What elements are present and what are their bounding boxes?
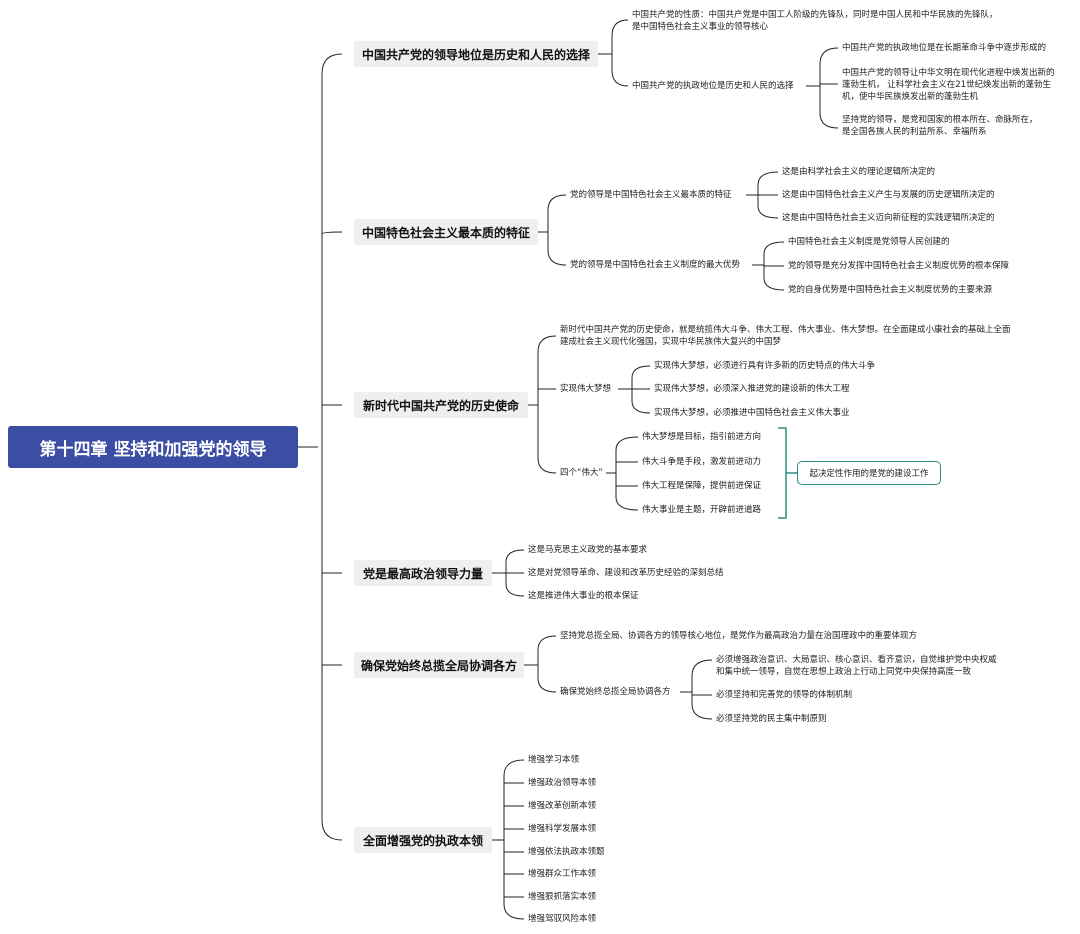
greatest-advantage-node[interactable]: 党的领导是中国特色社会主义制度的最大优势	[570, 260, 741, 270]
topic-leadership-status[interactable]: 中国共产党的领导地位是历史和人民的选择	[354, 41, 598, 67]
topic-essential-feature[interactable]: 中国特色社会主义最本质的特征	[354, 219, 538, 245]
capability-item: 增强依法执政本领题	[528, 847, 605, 857]
party-nature-line-1: 中国共产党的性质：中国共产党是中国工人阶级的先锋队，同时是中国人民和中华民族的先…	[632, 10, 998, 20]
capability-item: 增强群众工作本领	[528, 869, 597, 879]
topic-overall-coordination[interactable]: 确保党始终总揽全局协调各方	[354, 652, 524, 678]
civilization-vitality-line-2: 蓬勃生机， 让科学社会主义在21世纪焕发出新的蓬勃生	[842, 80, 1052, 90]
uphold-leadership-line-2: 是全国各族人民的利益所系、幸福所系	[842, 127, 987, 137]
practice-logic: 这是由中国特色社会主义迈向新征程的实践逻辑所决定的	[782, 213, 995, 223]
ruling-status-choice[interactable]: 中国共产党的执政地位是历史和人民的选择	[632, 81, 794, 91]
mission-text-line-2: 建成社会主义现代化强国，实现中华民族伟大复兴的中国梦	[560, 337, 782, 347]
great-dream-node[interactable]: 实现伟大梦想	[560, 384, 612, 394]
capability-item: 增强科学发展本领	[528, 824, 597, 834]
main-source: 党的自身优势是中国特色社会主义制度优势的主要来源	[788, 285, 993, 295]
history-logic: 这是由中国特色社会主义产生与发展的历史逻辑所决定的	[782, 190, 995, 200]
uphold-leadership-line-1: 坚持党的领导，是党和国家的根本所在、命脉所在，	[842, 115, 1038, 125]
four-consciousness-line-2: 和集中统一领导，自觉在思想上政治上行动上同党中央保持高度一致	[716, 667, 972, 677]
essential-feature-node[interactable]: 党的领导是中国特色社会主义最本质的特征	[570, 190, 732, 200]
topic-historical-mission[interactable]: 新时代中国共产党的历史使命	[354, 392, 528, 418]
theory-logic: 这是由科学社会主义的理论逻辑所决定的	[782, 167, 936, 177]
four-greats-struggle: 伟大斗争是手段，激发前进动力	[642, 457, 762, 467]
fundamental-guarantee: 党的领导是充分发挥中国特色社会主义制度优势的根本保障	[788, 261, 1010, 271]
ensure-overall-node[interactable]: 确保党始终总揽全局协调各方	[560, 687, 671, 697]
ruling-status-formed: 中国共产党的执政地位是在长期革命斗争中逐步形成的	[842, 43, 1047, 53]
civilization-vitality-line-1: 中国共产党的领导让中华文明在现代化进程中焕发出新的	[842, 68, 1055, 78]
capability-item: 增强学习本领	[528, 755, 580, 765]
civilization-vitality-line-3: 机，使中华民族焕发出新的蓬勃生机	[842, 92, 979, 102]
marxist-party-requirement: 这是马克思主义政党的基本要求	[528, 545, 648, 555]
fundamental-guarantee-cause: 这是推进伟大事业的根本保证	[528, 591, 639, 601]
summary-callout[interactable]: 起决定性作用的是党的建设工作	[797, 461, 941, 485]
leadership-core-position: 坚持党总揽全局、协调各方的领导核心地位，是党作为最高政治力量在治国理政中的重要体…	[560, 631, 918, 641]
topic-governing-capability[interactable]: 全面增强党的执政本领	[354, 827, 492, 853]
historical-experience: 这是对党领导革命、建设和改革历史经验的深刻总结	[528, 568, 724, 578]
party-nature-line-2: 是中国特色社会主义事业的领导核心	[632, 22, 769, 32]
root-topic[interactable]: 第十四章 坚持和加强党的领导	[8, 426, 298, 468]
capability-item: 增强驾驭风险本领	[528, 914, 597, 924]
great-cause: 实现伟大梦想，必须推进中国特色社会主义伟大事业	[654, 408, 850, 418]
system-created: 中国特色社会主义制度是党领导人民创建的	[788, 237, 950, 247]
four-greats-cause: 伟大事业是主题，开辟前进道路	[642, 505, 762, 515]
capability-item: 增强狠抓落实本领	[528, 892, 597, 902]
four-greats-node[interactable]: 四个“伟大”	[560, 468, 603, 478]
four-greats-project: 伟大工程是保障，提供前进保证	[642, 481, 762, 491]
capability-item: 增强政治领导本领	[528, 778, 597, 788]
mission-text-line-1: 新时代中国共产党的历史使命，就是统揽伟大斗争、伟大工程、伟大事业、伟大梦想。在全…	[560, 325, 1011, 335]
topic-highest-political-force[interactable]: 党是最高政治领导力量	[354, 560, 492, 586]
four-greats-dream: 伟大梦想是目标，指引前进方向	[642, 432, 762, 442]
great-project: 实现伟大梦想，必须深入推进党的建设新的伟大工程	[654, 384, 850, 394]
capability-item: 增强改革创新本领	[528, 801, 597, 811]
institutional-mechanism: 必须坚持和完善党的领导的体制机制	[716, 690, 853, 700]
four-consciousness-line-1: 必须增强政治意识、大局意识、核心意识、看齐意识，自觉维护党中央权威	[716, 655, 997, 665]
great-struggle: 实现伟大梦想，必须进行具有许多新的历史特点的伟大斗争	[654, 361, 876, 371]
democratic-centralism: 必须坚持党的民主集中制原则	[716, 714, 827, 724]
